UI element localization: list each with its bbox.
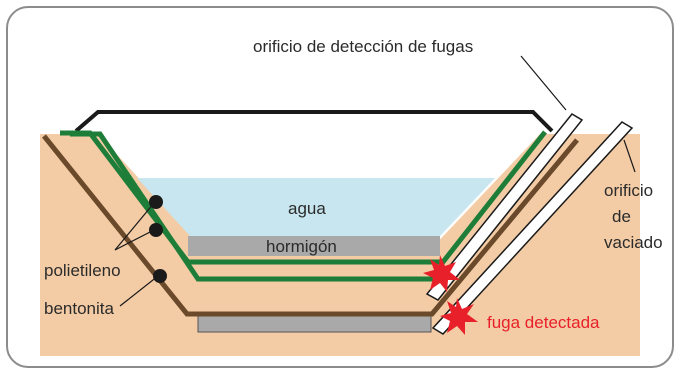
polyethylene-pointer-2: [114, 229, 155, 251]
drain-pipe: [431, 121, 634, 335]
leak-burst-upper: [423, 255, 460, 292]
concrete-slab: [188, 236, 440, 256]
water-label: agua: [288, 199, 326, 218]
polyethylene-pointer-1: [114, 202, 155, 251]
bentonite-layer: [42, 134, 579, 317]
drain-hole-label-line2: de: [612, 207, 631, 226]
drain-hole-label-line1: orificio: [604, 181, 653, 200]
polyethylene-dot-inner: [149, 223, 163, 237]
bentonite-label: bentonita: [44, 299, 114, 318]
bentonite-dot: [153, 269, 167, 283]
water-body: [137, 178, 495, 236]
drain-hole-pointer: [623, 139, 636, 173]
leak-detection-pipe: [425, 113, 584, 301]
concrete-label: hormigón: [266, 237, 337, 256]
lower-concrete-slab: [197, 313, 432, 333]
leak-burst-lower: [440, 298, 478, 335]
polyethylene-dot-outer: [149, 195, 163, 209]
leak-hole-pointer: [520, 55, 567, 111]
polyethylene-label: polietileno: [44, 261, 121, 280]
leak-detected-label: fuga detectada: [487, 313, 600, 332]
drain-hole-label-line3: vaciado: [604, 233, 663, 252]
polyethylene-liner-inner: [60, 130, 547, 265]
leak-detection-hole-label: orificio de detección de fugas: [253, 37, 473, 56]
bentonite-pointer: [119, 275, 159, 307]
pond-cover: [74, 110, 554, 133]
